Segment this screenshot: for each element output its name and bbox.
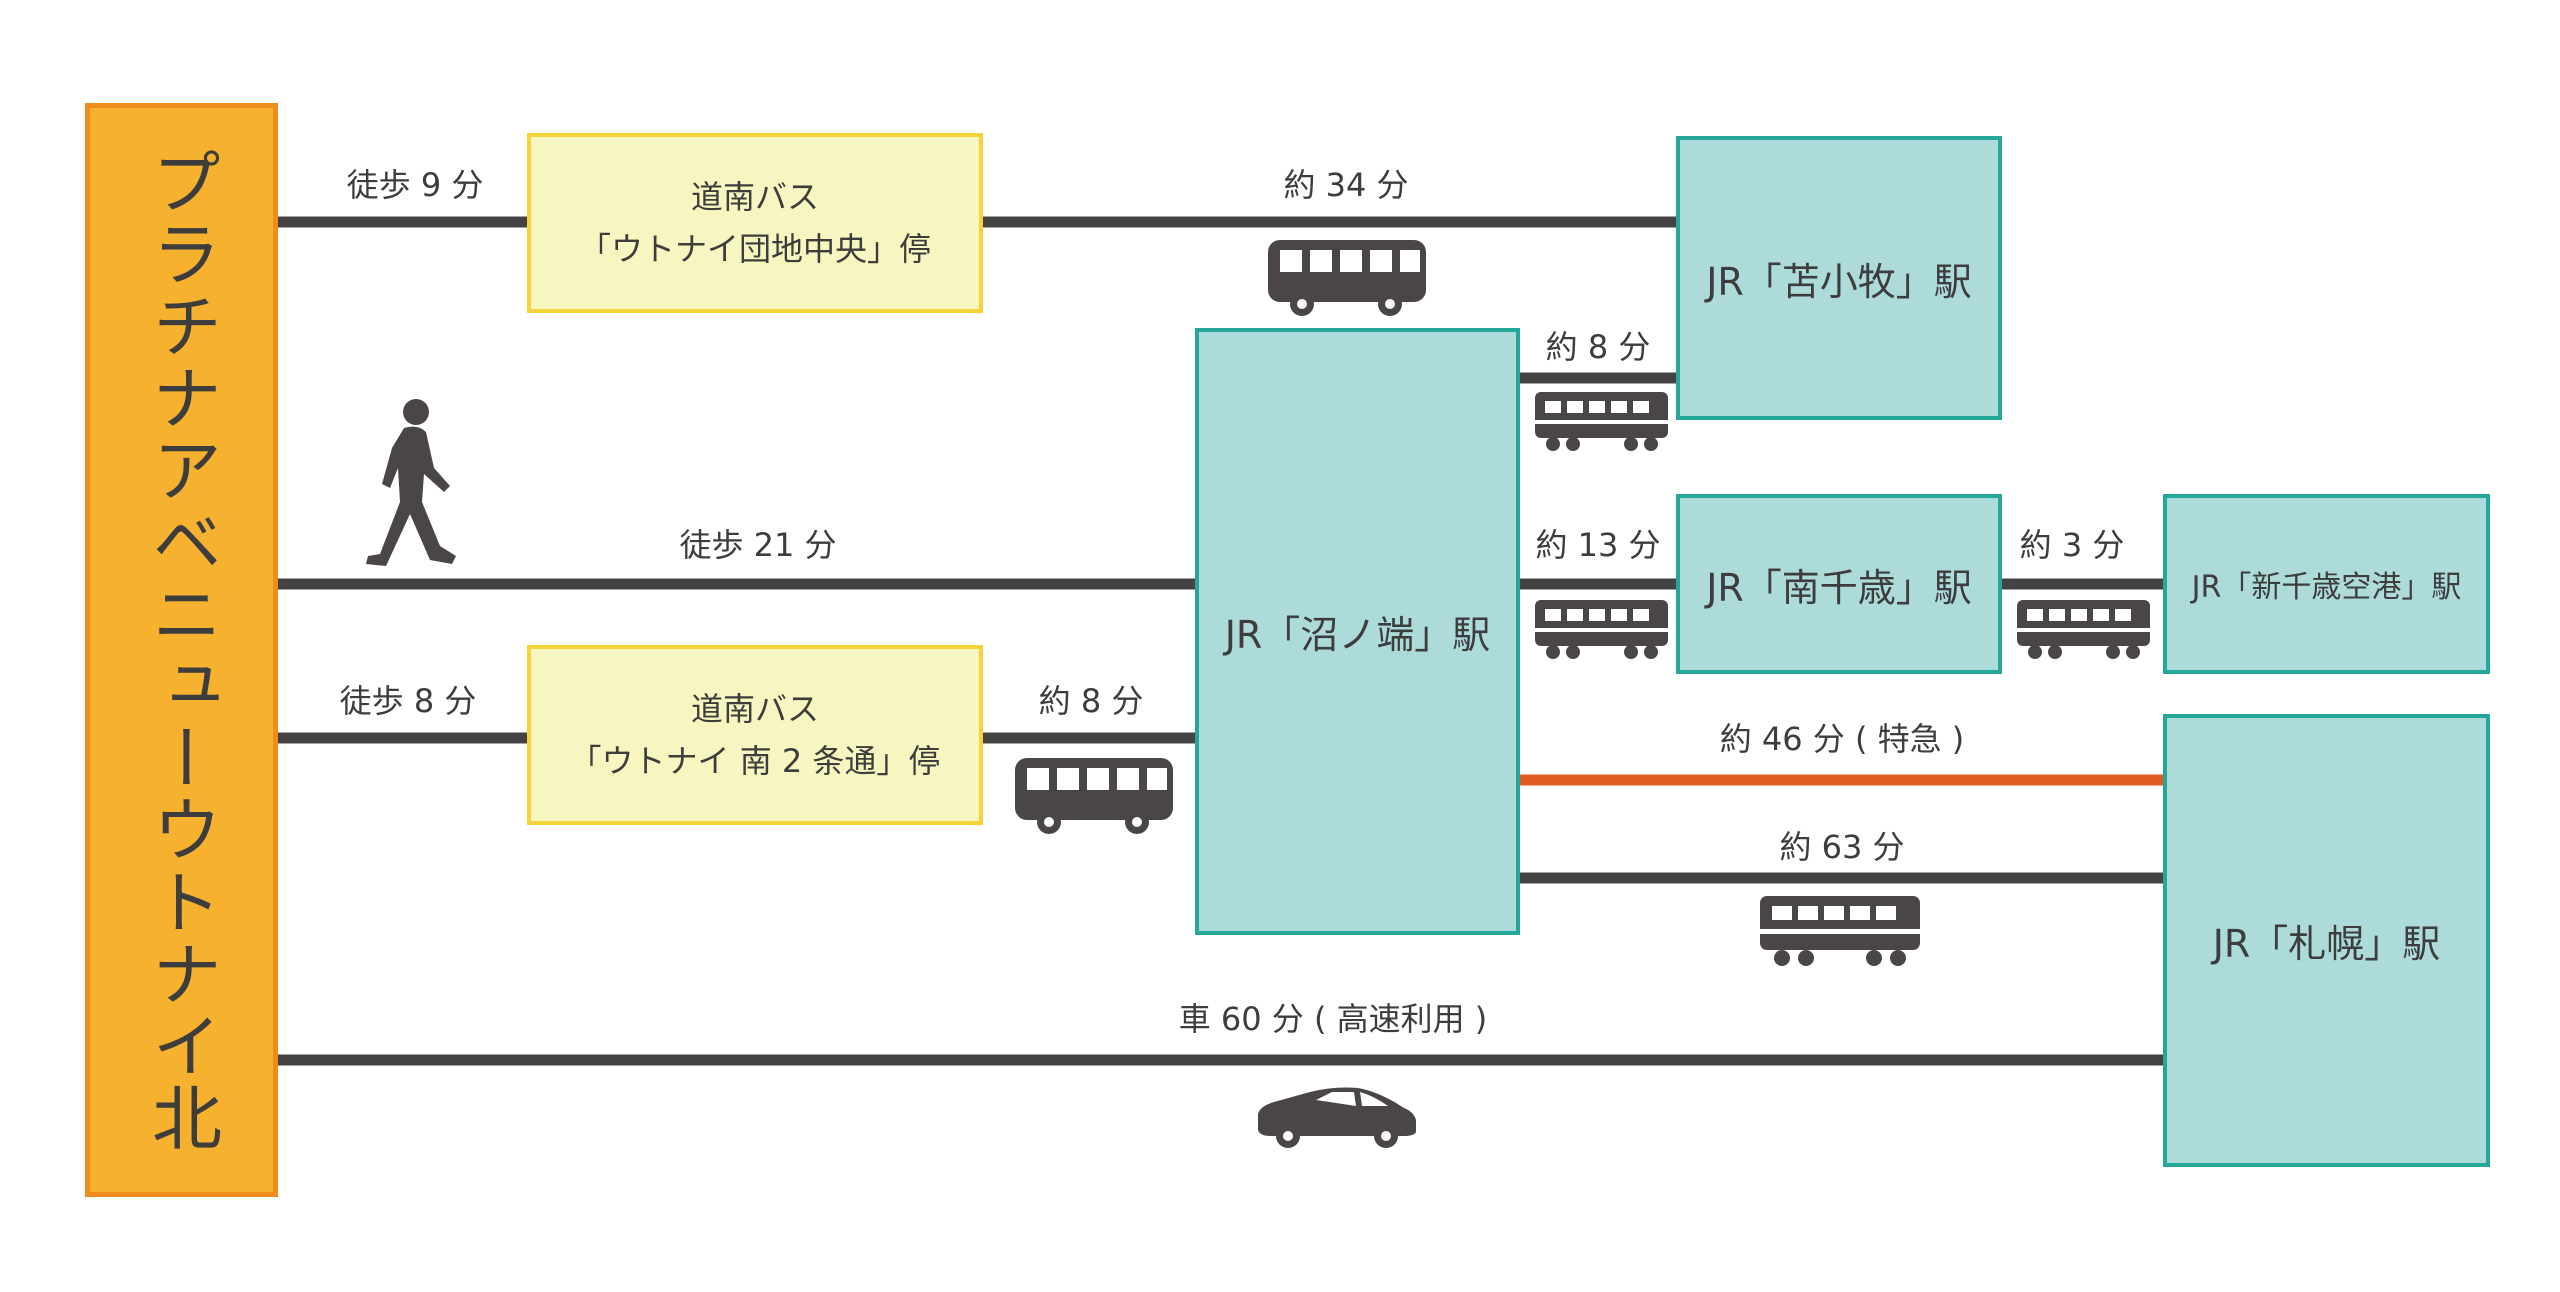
label-walk-to-stop2: 徒歩 8 分 [339,682,477,720]
origin-box: プラチナアベニューウトナイ北 [85,103,278,1197]
station-minami-chitose: JR「南千歳」駅 [1676,494,2002,674]
label-walk-to-numanohata: 徒歩 21 分 [679,526,837,564]
station-tomakomai: JR「苫小牧」駅 [1676,136,2002,420]
station-tomakomai-label: JR「苫小牧」駅 [1706,259,1972,304]
station-new-chitose-airport: JR「新千歳空港」駅 [2163,494,2490,674]
train-icon [1760,896,1920,966]
label-walk-to-stop1: 徒歩 9 分 [346,166,484,204]
label-train-to-sapporo: 約 63 分 [1779,828,1905,866]
station-new-chitose-airport-label: JR「新千歳空港」駅 [2191,570,2462,605]
bus-stop-2: 道南バス 「ウトナイ 南 2 条通」停 [527,645,983,825]
label-car-to-sapporo: 車 60 分 ( 高速利用 ) [1178,1000,1488,1038]
train-icon [1535,392,1668,451]
bus-icon [1268,240,1426,316]
bus-stop-1: 道南バス 「ウトナイ団地中央」停 [527,133,983,313]
train-icon [2017,600,2150,659]
bus-stop-1-name: 「ウトナイ団地中央」停 [578,230,931,268]
station-minami-chitose-label: JR「南千歳」駅 [1706,565,1972,610]
label-train-numanohata-minamichitose: 約 13 分 [1535,526,1661,564]
bus-stop-2-name: 「ウトナイ 南 2 条通」停 [569,742,941,780]
label-express-to-sapporo: 約 46 分 ( 特急 ) [1719,720,1965,758]
label-bus-to-tomakomai: 約 34 分 [1283,166,1409,204]
label-train-numanohata-tomakomai: 約 8 分 [1545,328,1651,366]
station-sapporo-label: JR「札幌」駅 [2212,922,2441,966]
bus-stop-2-operator: 道南バス [690,690,819,728]
station-numanohata-label: JR「沼ノ端」駅 [1224,613,1491,657]
label-train-minamichitose-airport: 約 3 分 [2019,526,2125,564]
origin-name: プラチナアベニューウトナイ北 [140,146,223,1154]
bus-icon [1015,758,1173,834]
station-numanohata: JR「沼ノ端」駅 [1195,328,1520,935]
station-sapporo: JR「札幌」駅 [2163,714,2490,1167]
train-icon [1535,600,1668,659]
walking-person-icon [366,399,456,566]
label-bus-to-numanohata: 約 8 分 [1038,682,1144,720]
bus-stop-1-operator: 道南バス [690,178,819,216]
car-icon [1258,1087,1416,1148]
